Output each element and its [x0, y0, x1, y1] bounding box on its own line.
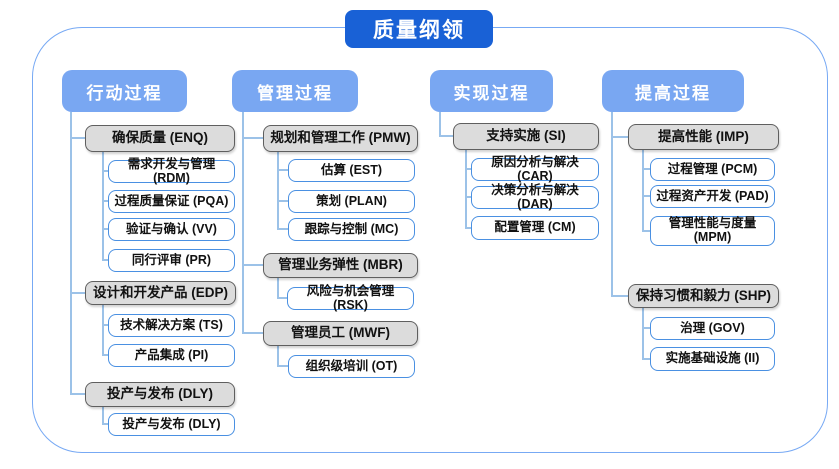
connector: [277, 152, 279, 230]
connector: [642, 195, 650, 197]
connector: [242, 137, 263, 139]
node-pi: 产品集成 (PI): [108, 344, 235, 367]
connector: [102, 170, 108, 172]
connector: [611, 136, 628, 138]
node-dar: 决策分析与解决 (DAR): [471, 183, 599, 210]
connector: [642, 327, 650, 329]
node-dly-sub: 投产与发布 (DLY): [108, 413, 235, 436]
connector: [277, 278, 279, 299]
connector: [102, 259, 108, 261]
connector: [102, 200, 108, 202]
connector: [70, 292, 85, 294]
node-plan: 策划 (PLAN): [288, 190, 415, 213]
node-pcm: 过程管理 (PCM): [650, 158, 775, 181]
connector: [642, 168, 650, 170]
connector: [439, 135, 453, 137]
node-edp: 设计和开发产品 (EDP): [85, 281, 236, 305]
header-management-process: 管理过程: [232, 70, 358, 112]
node-enq: 确保质量 (ENQ): [85, 125, 235, 152]
connector: [611, 295, 628, 297]
node-mwf: 管理员工 (MWF): [263, 321, 418, 346]
node-est: 估算 (EST): [288, 159, 415, 182]
connector: [277, 228, 288, 230]
connector: [242, 332, 263, 334]
node-rdm: 需求开发与管理 (RDM): [108, 157, 235, 184]
connector: [465, 227, 471, 229]
connector: [242, 264, 263, 266]
connector: [102, 305, 104, 356]
node-rsk: 风险与机会管理 (RSK): [287, 284, 414, 311]
header-action-process: 行动过程: [62, 70, 187, 112]
node-mc: 跟踪与控制 (MC): [288, 218, 415, 241]
connector: [102, 324, 108, 326]
connector: [277, 169, 288, 171]
node-ts: 技术解决方案 (TS): [108, 314, 235, 337]
node-si: 支持实施 (SI): [453, 123, 599, 150]
connector: [642, 230, 650, 232]
node-shp: 保持习惯和毅力 (SHP): [628, 284, 779, 308]
connector: [102, 354, 108, 356]
connector: [465, 150, 467, 229]
node-pmw: 规划和管理工作 (PMW): [263, 125, 418, 152]
connector: [642, 308, 644, 360]
header-improvement-process: 提高过程: [602, 70, 744, 112]
connector: [277, 200, 288, 202]
node-pad: 过程资产开发 (PAD): [650, 185, 775, 208]
connector: [465, 196, 471, 198]
connector: [611, 112, 613, 296]
diagram-title: 质量纲领: [345, 10, 493, 48]
node-dly: 投产与发布 (DLY): [85, 382, 235, 407]
node-pqa: 过程质量保证 (PQA): [108, 190, 235, 213]
connector: [102, 228, 108, 230]
header-realization-process: 实现过程: [430, 70, 553, 112]
connector: [642, 358, 650, 360]
connector: [70, 137, 85, 139]
connector: [102, 152, 104, 261]
connector: [642, 150, 644, 232]
node-ii: 实施基础设施 (II): [650, 347, 775, 371]
connector: [242, 112, 244, 333]
connector: [70, 112, 72, 394]
node-ot: 组织级培训 (OT): [288, 355, 415, 378]
node-vv: 验证与确认 (VV): [108, 218, 235, 241]
node-mpm: 管理性能与度量 (MPM): [650, 216, 775, 246]
connector: [465, 168, 471, 170]
node-imp: 提高性能 (IMP): [628, 124, 779, 150]
node-pr: 同行评审 (PR): [108, 249, 235, 272]
node-car: 原因分析与解决 (CAR): [471, 155, 599, 182]
node-cm: 配置管理 (CM): [471, 216, 599, 240]
connector: [439, 112, 441, 137]
connector: [70, 393, 85, 395]
connector: [102, 423, 108, 425]
connector: [277, 346, 279, 367]
connector: [277, 365, 288, 367]
node-mbr: 管理业务弹性 (MBR): [263, 253, 418, 278]
connector: [277, 297, 287, 299]
node-gov: 治理 (GOV): [650, 317, 775, 340]
connector: [102, 407, 104, 425]
